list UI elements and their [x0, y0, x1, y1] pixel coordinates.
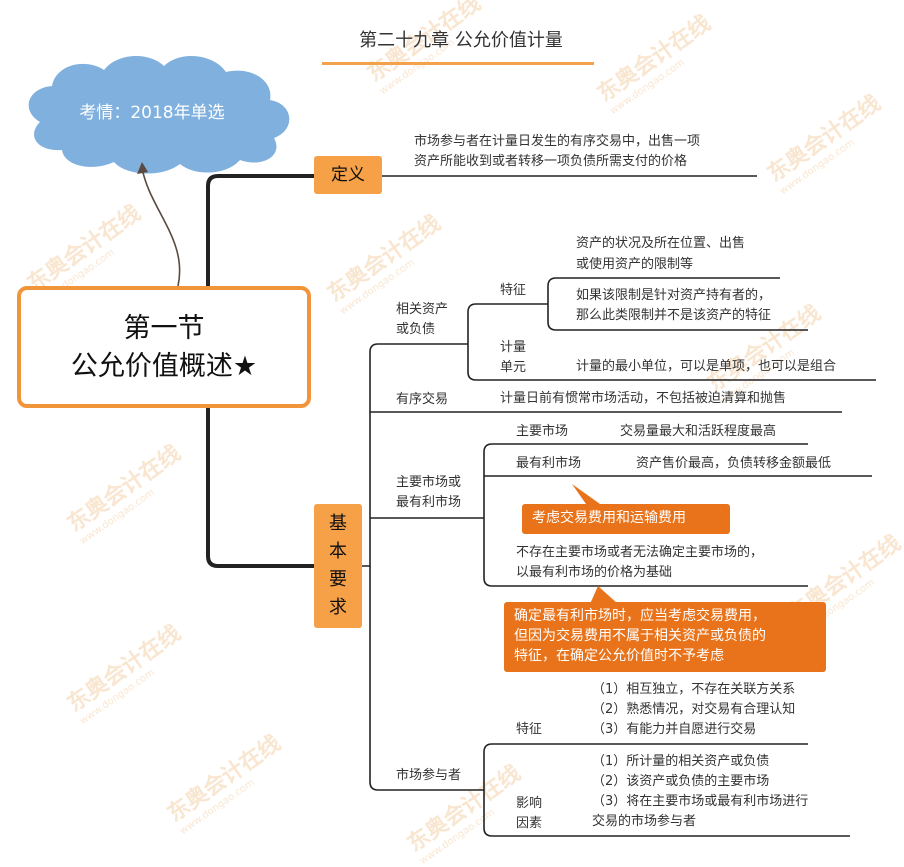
requirements-char: 本 — [329, 541, 347, 562]
requirements-char: 要 — [329, 569, 347, 590]
exam-info-text: 考情：2018年单选 — [79, 103, 225, 123]
definition-label: 定义 — [331, 165, 365, 185]
asset-feature-item2-1: 如果该限制是针对资产持有者的， — [576, 288, 772, 303]
participant-feature-1: （1）相互独立，不存在关联方关系 — [592, 682, 796, 697]
main-market-text: 交易量最大和活跃程度最高 — [620, 424, 777, 439]
central-line2: 公允价值概述★ — [70, 351, 258, 382]
requirements-spine-lower — [369, 566, 484, 791]
factor-item-4: 交易的市场参与者 — [592, 814, 697, 829]
asset-feature-item1-1: 资产的状况及所在位置、出售 — [576, 236, 746, 251]
best-market-callout: 确定最有利市场时，应当考虑交易费用， 但因为交易费用不属于相关资产或负债的 特征… — [504, 602, 826, 672]
asset-branch-lower — [467, 344, 876, 381]
best-market-callout-line2: 但因为交易费用不属于相关资产或负债的 — [514, 628, 766, 644]
best-market-callout-line1: 确定最有利市场时，应当考虑交易费用， — [514, 608, 766, 624]
requirements-char: 基 — [329, 513, 347, 534]
market-label-1: 主要市场或 — [396, 475, 462, 490]
cloud-arrow — [141, 167, 181, 287]
factor-label-1: 影响 — [516, 796, 543, 811]
orderly-label: 有序交易 — [396, 392, 449, 407]
unit-label-1: 计量 — [500, 340, 527, 355]
asset-label-1: 相关资产 — [396, 302, 449, 317]
requirements-spine — [362, 343, 468, 567]
participant-branch-lower — [483, 790, 850, 837]
participant-branch — [483, 743, 808, 790]
requirements-node: 基 本 要 求 — [314, 504, 362, 628]
central-topic: 第一节 公允价值概述★ — [17, 286, 311, 408]
factor-item-3: （3）将在主要市场或最有利市场进行 — [592, 794, 809, 809]
factor-item-1: （1）所计量的相关资产或负债 — [592, 754, 770, 769]
factor-label-2: 因素 — [516, 816, 543, 831]
trunk-to-definition — [206, 174, 314, 286]
feature-branch — [547, 277, 780, 304]
market-branch — [483, 443, 808, 518]
callout1-pointer — [572, 484, 600, 504]
market-note-2: 以最有利市场的价格为基础 — [516, 565, 673, 580]
definition-text-1: 市场参与者在计量日发生的有序交易中，出售一项 — [414, 134, 701, 149]
participant-label: 市场参与者 — [396, 768, 462, 783]
best-market-callout-line3: 特征，在确定公允价值时不予考虑 — [514, 648, 724, 664]
feature-branch-lower — [547, 304, 808, 331]
market-branch-lower — [483, 518, 808, 587]
page-title: 第二十九章 公允价值计量 — [359, 30, 563, 51]
best-market-label: 最有利市场 — [516, 456, 582, 471]
participant-feature-2: （2）熟悉情况，对交易有合理认知 — [592, 702, 796, 717]
asset-feature-label: 特征 — [500, 283, 527, 298]
cloud-shape — [28, 55, 290, 174]
trunk-to-requirements — [206, 408, 314, 568]
orderly-text: 计量日前有惯常市场活动，不包括被迫清算和抛售 — [500, 391, 787, 406]
title-underline — [322, 62, 594, 65]
requirements-char: 求 — [329, 597, 347, 618]
unit-text: 计量的最小单位，可以是单项，也可以是组合 — [576, 359, 837, 374]
asset-label-2: 或负债 — [396, 322, 436, 337]
best-market-text: 资产售价最高，负债转移金额最低 — [636, 456, 832, 471]
market-note-1: 不存在主要市场或者无法确定主要市场的， — [516, 545, 764, 560]
asset-branch — [467, 303, 548, 344]
definition-text-2: 资产所能收到或者转移一项负债所需支付的价格 — [414, 154, 688, 169]
callout2-pointer — [590, 586, 618, 604]
factor-item-2: （2）该资产或负债的主要市场 — [592, 774, 770, 789]
participant-feature-label: 特征 — [516, 722, 543, 737]
asset-feature-item2-2: 那么此类限制并不是该资产的特征 — [576, 308, 772, 323]
main-market-label: 主要市场 — [516, 424, 569, 439]
unit-label-2: 单元 — [500, 360, 527, 375]
asset-feature-item1-2: 或使用资产的限制等 — [576, 257, 694, 272]
market-label-2: 最有利市场 — [396, 495, 462, 510]
central-line1: 第一节 — [123, 313, 205, 344]
definition-node: 定义 — [314, 156, 382, 194]
cloud-arrow-head — [137, 162, 148, 174]
transaction-cost-callout: 考虑交易费用和运输费用 — [522, 504, 730, 534]
participant-feature-3: （3）有能力并自愿进行交易 — [592, 722, 757, 737]
transaction-cost-callout-text: 考虑交易费用和运输费用 — [532, 510, 686, 526]
